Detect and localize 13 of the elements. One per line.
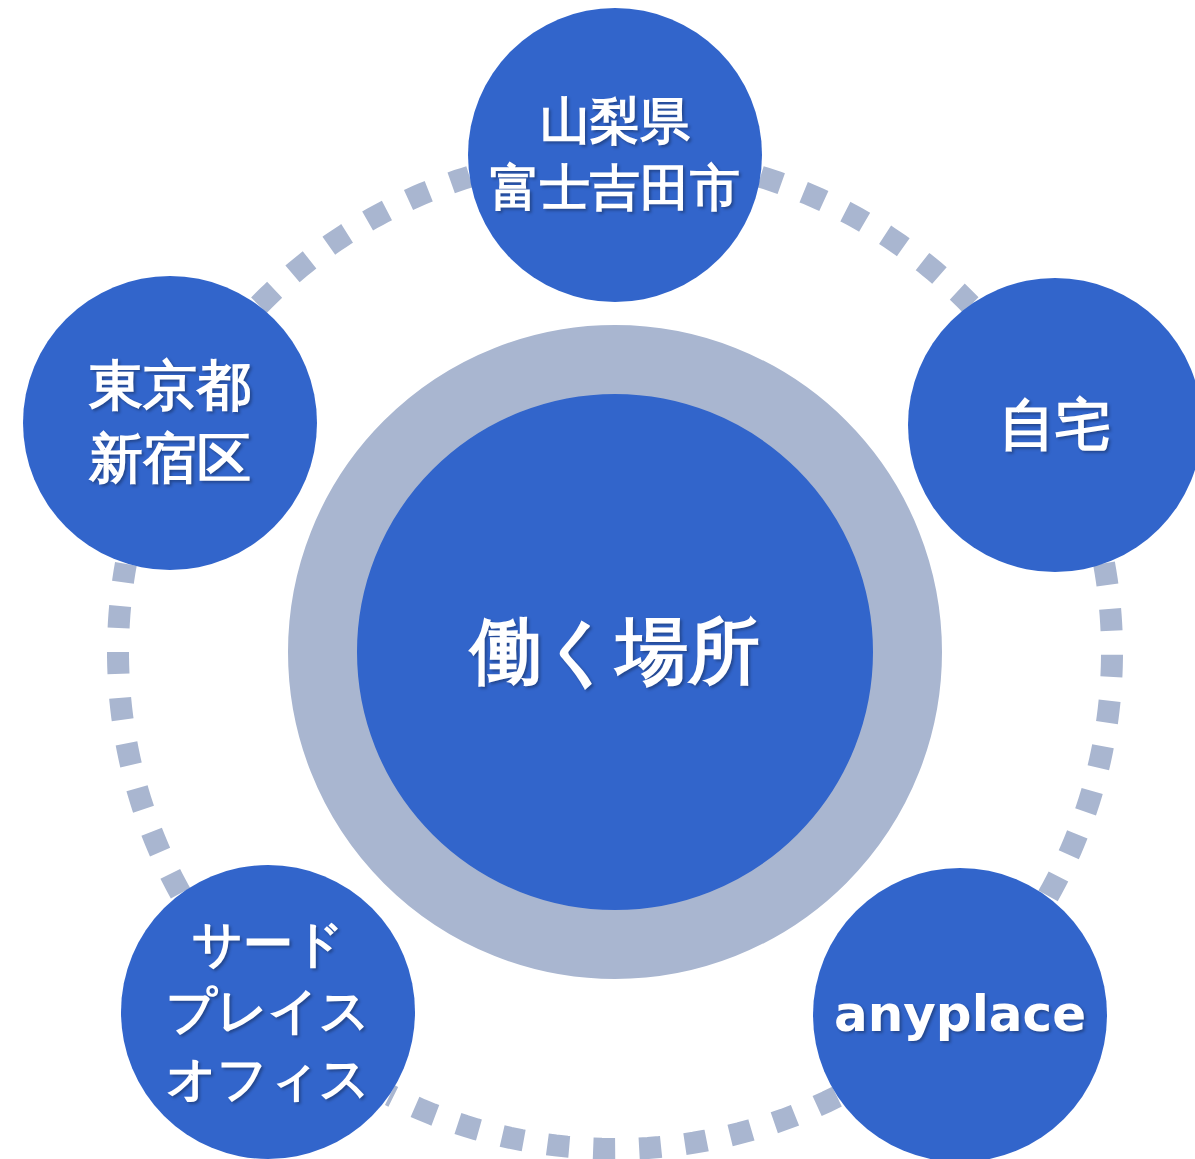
place-label: 富士吉田市 xyxy=(490,158,740,219)
place-label: 自宅 xyxy=(999,391,1111,460)
dotted-connector xyxy=(1038,560,1123,902)
place-label: プレイス xyxy=(166,981,370,1043)
place-label: サード xyxy=(192,913,344,975)
place-label: オフィス xyxy=(166,1048,370,1110)
place-label: 働く場所 xyxy=(470,608,760,696)
dotted-connector xyxy=(385,1085,842,1159)
place-label: 新宿区 xyxy=(89,426,251,492)
place-label: anyplace xyxy=(833,984,1087,1046)
place-label: 山梨県 xyxy=(540,90,690,152)
dotted-connector xyxy=(107,561,191,899)
place-label: 東京都 xyxy=(89,353,251,420)
